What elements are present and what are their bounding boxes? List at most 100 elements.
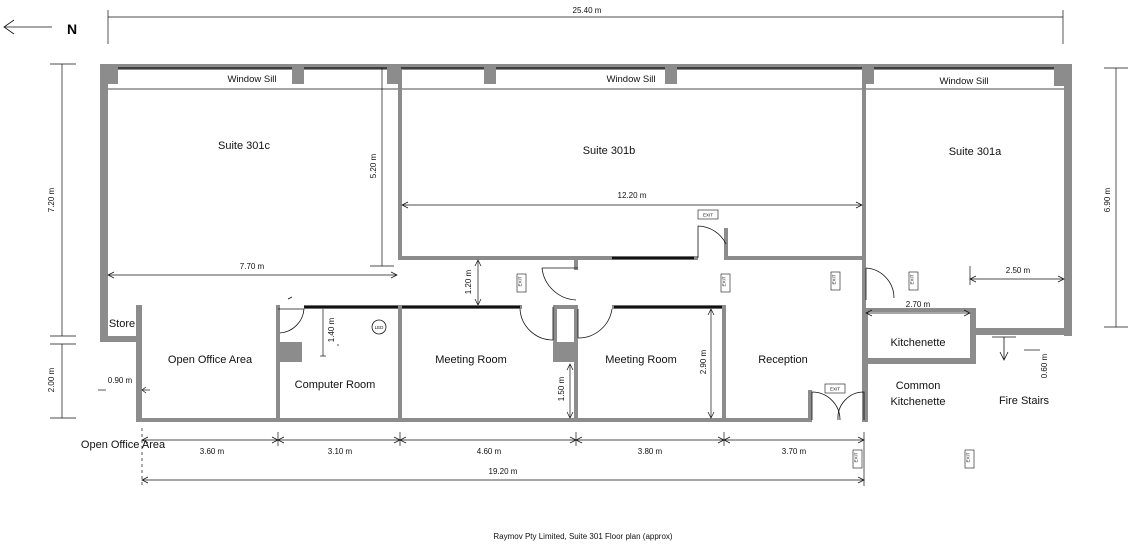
- dim-kitchenette: 2.70 m: [906, 300, 931, 309]
- suite-301b-bottom-wall-c: [724, 256, 866, 260]
- corridor-dimension: [474, 259, 482, 306]
- meeting-room-2-door[interactable]: [577, 308, 613, 339]
- computer-room-left-wall: [276, 305, 280, 422]
- fire-stairs-marker: [992, 336, 1016, 361]
- fire-stairs-top-wall: [970, 328, 1072, 335]
- exit-sign-1: EXIT: [697, 209, 719, 220]
- left-wall: [100, 64, 108, 342]
- room-label-common-kitchenette-line2: Kitchenette: [890, 396, 945, 408]
- svg-text:EXIT: EXIT: [966, 452, 971, 462]
- right-height-dimension: [1104, 67, 1128, 328]
- dim-store-width: 0.90 m: [108, 376, 133, 385]
- room-label-suite-301a: Suite 301a: [949, 146, 1002, 158]
- room-label-meeting-room-2: Meeting Room: [605, 354, 677, 366]
- dim-total-width: 25.40 m: [573, 6, 602, 15]
- exit-sign-5: EXIT: [908, 271, 919, 291]
- store-bottom-wall: [100, 336, 142, 342]
- exit-sign-8: EXIT: [964, 449, 975, 469]
- bottom-total-dimension: [141, 476, 865, 484]
- svg-text:EXIT: EXIT: [830, 387, 840, 392]
- window-sill-label-2: Window Sill: [606, 74, 655, 85]
- left-height-dimension: [50, 63, 76, 337]
- room-label-suite-301b: Suite 301b: [583, 145, 636, 157]
- svg-text:EXIT: EXIT: [854, 452, 859, 462]
- plan-caption: Raymov Pty Limited, Suite 301 Floor plan…: [493, 532, 673, 541]
- dim-fire-stairs-width: 2.50 m: [1006, 266, 1031, 275]
- room-label-reception: Reception: [758, 354, 808, 366]
- room-label-computer-room: Computer Room: [295, 379, 376, 391]
- window-sill-label-3: Window Sill: [939, 76, 988, 87]
- room-label-suite-301c: Suite 301c: [218, 140, 270, 152]
- dim-bottom-total: 19.20 m: [489, 467, 518, 476]
- reception-right-wall: [862, 308, 868, 422]
- room-label-open-office-area: Open Office Area: [168, 354, 253, 366]
- exit-sign-6: EXIT: [824, 383, 846, 394]
- dim-seg-5: 3.70 m: [782, 447, 807, 456]
- led-marker-icon: [371, 319, 387, 335]
- dim-seg-1: 3.60 m: [200, 447, 225, 456]
- dim-right-height: 6.90 m: [1103, 187, 1112, 212]
- dim-301b-depth: 5.20 m: [369, 153, 378, 178]
- suite-301b-right-wall: [862, 70, 866, 308]
- bottom-wall: [136, 418, 808, 422]
- room-label-open-office-area-outside: Open Office Area: [81, 439, 166, 451]
- exit-sign-2: EXIT: [516, 273, 527, 293]
- dim-computer-room: 1.40 m: [327, 317, 336, 342]
- meeting-room-depth-dimension: [707, 308, 715, 419]
- suite-301c-width-dimension: [107, 271, 398, 279]
- dim-lower-left-height: 2.00 m: [47, 367, 56, 392]
- meeting-room-2-left-wall: [574, 305, 578, 422]
- room-label-store: Store: [109, 318, 135, 330]
- computer-room-dimension: [320, 309, 339, 357]
- dim-fire-stairs-step: 0.60 m: [1040, 353, 1049, 378]
- store-right-wall: [136, 305, 142, 422]
- dim-301c-width: 7.70 m: [240, 262, 265, 271]
- dim-seg-3: 4.60 m: [477, 447, 502, 456]
- kitchenette-top-wall: [866, 308, 976, 312]
- dim-seg-2: 3.10 m: [328, 447, 353, 456]
- corridor-door[interactable]: [541, 267, 578, 301]
- room-label-meeting-room-1: Meeting Room: [435, 354, 507, 366]
- svg-text:EXIT: EXIT: [722, 276, 727, 286]
- led-label: LED: [375, 325, 385, 330]
- svg-text:EXIT: EXIT: [910, 274, 915, 284]
- dim-seg-4: 3.80 m: [638, 447, 663, 456]
- svg-text:EXIT: EXIT: [703, 213, 713, 218]
- window-wall: [100, 64, 1072, 90]
- lower-left-height-dimension: [50, 343, 76, 419]
- exit-sign-7: EXIT: [852, 449, 863, 469]
- computer-room-door[interactable]: [278, 296, 305, 334]
- kitchenette-bottom-wall: [866, 358, 976, 364]
- dim-meeting-room-small: 1.50 m: [557, 376, 566, 401]
- suite-301b-door[interactable]: [697, 225, 727, 258]
- reception-double-door[interactable]: [811, 391, 865, 421]
- exit-sign-3: EXIT: [720, 273, 731, 293]
- top-dimension: [107, 10, 1064, 44]
- north-label: N: [67, 21, 77, 37]
- meeting-room-1-left-wall: [398, 305, 402, 422]
- computer-room-block: [280, 342, 302, 362]
- meeting-room-small-dimension: [566, 363, 574, 419]
- north-arrow-icon: [3, 19, 52, 35]
- room-label-fire-stairs: Fire Stairs: [999, 395, 1050, 407]
- right-wall: [1064, 64, 1072, 336]
- fire-stairs-width-dimension: [969, 266, 1065, 285]
- suite-301b-bottom-wall-a: [398, 256, 578, 260]
- suite-301b-width-dimension: [401, 201, 863, 209]
- exit-sign-4: EXIT: [830, 271, 841, 291]
- kitchenette-door[interactable]: [865, 267, 895, 300]
- bottom-segment-dimensions: [141, 428, 865, 486]
- store-width-dimension: [98, 386, 150, 394]
- svg-text:EXIT: EXIT: [832, 274, 837, 284]
- reception-left-wall: [722, 305, 726, 422]
- meeting-room-1-door[interactable]: [519, 307, 554, 341]
- dim-corridor: 1.20 m: [464, 269, 473, 294]
- room-label-kitchenette: Kitchenette: [890, 337, 945, 349]
- dim-left-height: 7.20 m: [47, 187, 56, 212]
- meeting-room-block: [553, 342, 578, 362]
- svg-text:EXIT: EXIT: [518, 276, 523, 286]
- dim-meeting-room-depth: 2.90 m: [699, 349, 708, 374]
- dim-301b-width: 12.20 m: [618, 191, 647, 200]
- suite-301b-left-wall: [398, 70, 402, 260]
